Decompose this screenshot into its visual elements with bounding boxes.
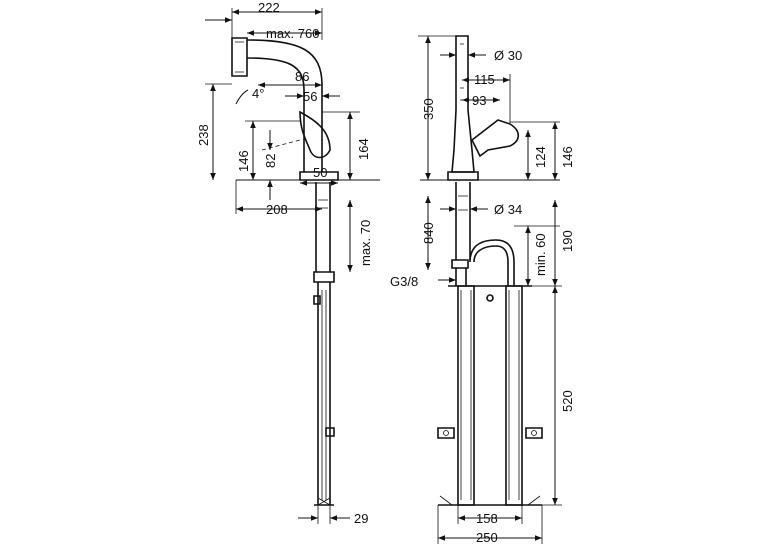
dim-min-60: min. 60 [533, 233, 548, 276]
dim-840: 840 [421, 222, 436, 244]
dim-190: 190 [560, 230, 575, 252]
dim-82: 82 [263, 154, 278, 168]
dim-max-760: max. 760 [266, 26, 319, 41]
lever [299, 110, 331, 159]
supply-hose [469, 239, 515, 286]
dim-g3-8: G3/8 [390, 274, 418, 289]
dim-56: 56 [303, 89, 317, 104]
dim-146-right: 146 [560, 146, 575, 168]
front-base [447, 171, 479, 181]
dimension-labels: 222 max. 760 86 4° 56 238 146 82 164 50 … [196, 0, 575, 545]
dim-max-70: max. 70 [358, 220, 373, 266]
frame-left-post [457, 285, 475, 506]
dim-dia-34: Ø 34 [494, 202, 522, 217]
spout-arc [246, 39, 323, 172]
support-rail [317, 282, 331, 505]
dim-29: 29 [354, 511, 368, 526]
dim-dia-30: Ø 30 [494, 48, 522, 63]
dim-350: 350 [421, 98, 436, 120]
spout-column [451, 35, 475, 173]
dim-208: 208 [266, 202, 288, 217]
dim-50: 50 [313, 165, 327, 180]
front-lever [470, 119, 520, 158]
frame-right-post [505, 285, 523, 506]
dim-222: 222 [258, 0, 280, 15]
dim-4-degree: 4° [252, 86, 264, 101]
dim-250: 250 [476, 530, 498, 545]
dim-520: 520 [560, 390, 575, 412]
dim-115: 115 [474, 72, 495, 87]
dim-93: 93 [472, 93, 486, 108]
dim-158: 158 [476, 511, 498, 526]
dim-164: 164 [356, 138, 371, 160]
side-view [205, 8, 380, 524]
spray-head [231, 37, 248, 77]
dim-238: 238 [196, 124, 211, 146]
front-view [418, 35, 562, 544]
dim-124: 124 [533, 146, 548, 168]
dim-86: 86 [295, 69, 309, 84]
dim-146-left: 146 [236, 150, 251, 172]
